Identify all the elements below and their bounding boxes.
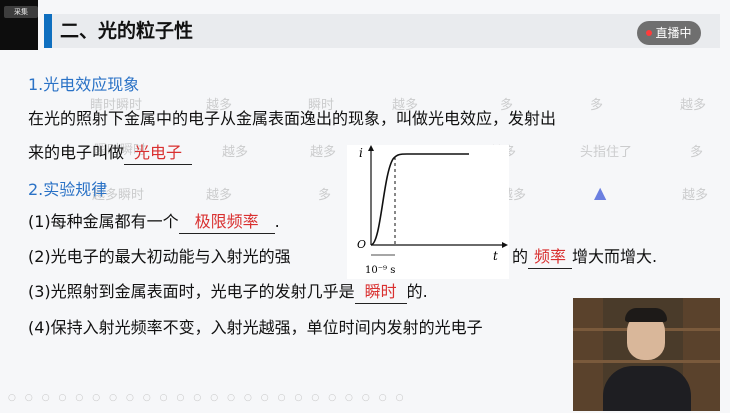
rule-item-3-suffix: 的. bbox=[406, 282, 428, 301]
slide-navigation-dots: ○○○○○○○○○○○○○○○○○○○○○○○○ bbox=[8, 393, 413, 403]
x-axis-label: t bbox=[493, 249, 498, 263]
rule-item-1-suffix: . bbox=[274, 212, 280, 231]
title-bar bbox=[44, 14, 720, 48]
rule-item-3: (3)光照射到金属表面时，光电子的发射几乎是瞬时的. bbox=[28, 281, 428, 304]
rule-item-2-right: 的频率增大而增大. bbox=[512, 246, 657, 269]
rule-item-1-prefix: (1)每种金属都有一个 bbox=[28, 212, 179, 231]
answer-blank: 瞬时 bbox=[354, 281, 407, 304]
watermark: 多 bbox=[690, 145, 704, 160]
answer-blank: 光电子 bbox=[124, 142, 193, 165]
capture-tag[interactable]: 采集 bbox=[4, 6, 38, 18]
watermark: 越多 bbox=[206, 98, 233, 113]
live-button-label: 直播中 bbox=[655, 26, 692, 40]
answer-blank: 频率 bbox=[528, 246, 573, 269]
section1-line2: 来的电子叫做光电子 bbox=[28, 142, 193, 165]
bookshelf-left bbox=[573, 298, 603, 411]
section1-heading: 1.光电效应现象 bbox=[28, 75, 140, 94]
section1-line1: 在光的照射下金属中的电子从金属表面逸出的现象，叫做光电效应，发射出 bbox=[28, 109, 557, 128]
time-label: 10⁻⁹ s bbox=[365, 265, 395, 276]
rule-item-3-prefix: (3)光照射到金属表面时，光电子的发射几乎是 bbox=[28, 282, 355, 301]
watermark: 多 bbox=[590, 98, 604, 113]
teacher-body bbox=[603, 366, 691, 411]
answer-blank: 极限频率 bbox=[178, 211, 275, 234]
photocurrent-curve bbox=[370, 153, 469, 246]
watermark: 越多 bbox=[222, 145, 249, 160]
watermark: 多 bbox=[318, 188, 332, 203]
rule-item-1: (1)每种金属都有一个极限频率. bbox=[28, 211, 280, 234]
watermark: 瞬时瞬时 bbox=[94, 143, 147, 158]
watermark: 瞬时 bbox=[308, 98, 335, 113]
watermark: 越多瞬时 bbox=[92, 188, 145, 203]
x-axis-arrow-icon bbox=[502, 242, 508, 248]
watermark: 头指住了 bbox=[580, 145, 633, 160]
watermark: 越多 bbox=[392, 98, 419, 113]
live-dot-icon bbox=[646, 29, 653, 36]
watermark: 越多 bbox=[682, 188, 709, 203]
section1-line2-prefix: 来的电子叫做 bbox=[28, 143, 125, 162]
origin-label: O bbox=[357, 238, 366, 251]
rule-item-2-suffix: 增大而增大. bbox=[572, 247, 658, 266]
title-accent bbox=[44, 14, 52, 48]
watermark: 睛时瞬时 bbox=[90, 98, 143, 113]
teacher-hair bbox=[625, 308, 667, 322]
photocurrent-graph: i t O 10⁻⁹ s bbox=[347, 145, 509, 279]
teacher-video-feed[interactable] bbox=[573, 298, 720, 411]
y-axis-label: i bbox=[359, 146, 363, 160]
watermark: 越多 bbox=[310, 145, 337, 160]
rocket-icon: ▲ bbox=[594, 183, 607, 202]
shelf-board bbox=[573, 360, 720, 363]
rule-item-4: (4)保持入射光频率不变，入射光越强，单位时间内发射的光电子 bbox=[28, 318, 483, 337]
live-button[interactable]: 直播中 bbox=[637, 21, 701, 45]
watermark: 越多 bbox=[206, 188, 233, 203]
photocurrent-graph-svg: i t O 10⁻⁹ s bbox=[357, 145, 508, 276]
y-axis-arrow-icon bbox=[368, 145, 374, 151]
rule-item-2-left: (2)光电子的最大初动能与入射光的强 bbox=[28, 247, 291, 266]
watermark: 越多 bbox=[680, 98, 707, 113]
watermark: 多 bbox=[500, 98, 514, 113]
section2-heading: 2.实验规律 bbox=[28, 180, 108, 199]
rule-item-2-mid: 的 bbox=[512, 247, 529, 266]
slide-title: 二、光的粒子性 bbox=[60, 20, 194, 42]
